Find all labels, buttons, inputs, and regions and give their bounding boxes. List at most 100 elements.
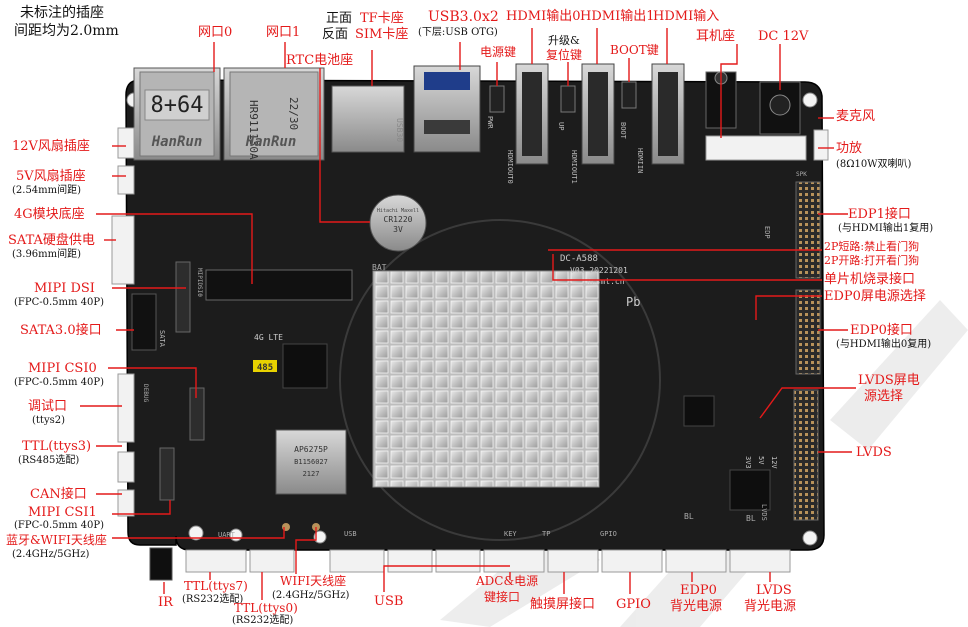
- leader-lines: [80, 28, 856, 600]
- leader-bt-wifi: [112, 527, 285, 539]
- leader-lvds-power: [759, 387, 856, 419]
- label-ttl3: TTL(ttys3): [22, 439, 92, 454]
- label-sata-power-sub: (3.96mm间距): [12, 249, 82, 260]
- label-lvds-power-1: LVDS屏电: [858, 373, 920, 388]
- silk-key: KEY: [504, 530, 517, 538]
- label-wifi-ant-sub: (2.4GHz/5GHz): [272, 590, 350, 601]
- silk-edp: EDP: [763, 226, 771, 239]
- tf-sim-card-slot: [331, 85, 405, 153]
- label-tf: TF卡座: [360, 11, 404, 26]
- label-usb3-sub: (下层:USB OTG): [418, 27, 498, 38]
- label-mipi-csi0-sub: (FPC-0.5mm 40P): [14, 377, 104, 388]
- eth1-part: HR911130A: [247, 100, 260, 160]
- label-mipi-csi1: MIPI CSI1: [28, 505, 97, 520]
- label-wifi-ant: WIFI天线座: [280, 574, 347, 588]
- eth0-mark: 8+64: [151, 93, 204, 118]
- version: V03 20221201: [570, 266, 628, 275]
- silk-lvds: LVDS: [760, 504, 768, 521]
- silk-usb30: USB30: [395, 118, 404, 142]
- label-usb3: USB3.0x2: [428, 9, 499, 25]
- label-ir: IR: [158, 595, 173, 610]
- leader-headphone: [720, 44, 738, 138]
- lte-chip: [282, 343, 328, 389]
- label-mcu: 单片机烧录接口: [824, 272, 916, 287]
- coin-text-1: CR1220: [384, 215, 413, 224]
- upgrade-key-switch: [560, 85, 576, 113]
- wifi-chip-1: AP6275P: [294, 445, 328, 454]
- hdmi-in-connector: [651, 63, 685, 165]
- label-mipi-dsi: MIPI DSI: [34, 281, 95, 296]
- label-eth0: 网口0: [198, 25, 233, 40]
- ethernet-jack-0: [133, 67, 221, 161]
- label-ttl0: TTL(ttys0): [234, 601, 298, 615]
- leader-mipi-csi1: [112, 500, 171, 515]
- wifi-module: [275, 429, 347, 495]
- label-sim: SIM卡座: [355, 27, 409, 42]
- lte-socket: [205, 269, 353, 301]
- lte-text: 4G LTE: [254, 333, 283, 342]
- label-debug: 调试口: [28, 399, 68, 414]
- leader-rtc: [319, 68, 370, 223]
- label-headphone: 耳机座: [696, 29, 736, 44]
- edp0-header: [795, 289, 821, 375]
- site: dcsmt.cn: [586, 277, 625, 286]
- label-edp0-bl-2: 背光电源: [670, 599, 723, 614]
- silk-bl-2: BL: [746, 514, 756, 523]
- hdmi-out0-connector: [515, 63, 549, 165]
- label-lvds: LVDS: [856, 445, 892, 460]
- label-bt-wifi-sub: (2.4GHz/5GHz): [12, 549, 90, 560]
- leader-4g: [96, 213, 253, 284]
- emmc-chip: [683, 395, 715, 427]
- silk-spk: SPK: [796, 171, 807, 178]
- boot-key-switch: [621, 81, 637, 109]
- ethernet-jack-1: [223, 67, 325, 161]
- lvds-header: [793, 389, 819, 521]
- label-hdmi-out0: HDMI输出0: [506, 9, 581, 24]
- silk-tp: TP: [542, 530, 550, 538]
- label-edp0: EDP0接口: [850, 323, 913, 338]
- wifi-chip-2: B1156027: [294, 458, 328, 466]
- model: DC-A588: [560, 254, 598, 264]
- leader-mcu: [552, 254, 822, 281]
- label-edp0-power: EDP0屏电源选择: [824, 289, 926, 304]
- board-silkscreen: 8+64 HanRun HR911130A 22/30 HanRun USB30…: [142, 93, 807, 539]
- label-lvds-power-2: 源选择: [864, 389, 904, 404]
- label-wdt-open: 2P开路:打开看门狗: [824, 254, 920, 267]
- label-upgrade-key-1: 升级&: [548, 34, 580, 47]
- label-wdt-short: 2P短路:禁止看门狗: [824, 240, 920, 253]
- ir-receiver: [149, 547, 173, 581]
- silk-gpio: GPIO: [600, 530, 617, 538]
- eth1-brand: HanRun: [245, 134, 297, 150]
- silk-bl-1: BL: [684, 512, 694, 521]
- leader-wifi-ant: [295, 527, 317, 574]
- silk-usb: USB: [344, 530, 357, 538]
- label-lvds-bl-1: LVDS: [756, 583, 792, 598]
- silk-boot: BOOT: [619, 122, 627, 140]
- label-mipi-csi1-sub: (FPC-0.5mm 40P): [14, 520, 104, 531]
- label-5v-fan: 5V风扇插座: [16, 169, 86, 184]
- edp1-header: [795, 181, 821, 279]
- label-lvds-bl-2: 背光电源: [744, 599, 797, 614]
- silk-pwr: PWR: [486, 116, 494, 129]
- label-amp: 功放: [836, 141, 863, 156]
- label-back: 反面: [322, 27, 349, 42]
- label-edp1-sub: (与HDMI输出1复用): [838, 223, 934, 234]
- silk-v3: 3V3: [744, 456, 752, 469]
- label-sata-power: SATA硬盘供电: [8, 233, 95, 248]
- power-key-switch: [489, 85, 505, 113]
- leader-usb-bottom: [383, 565, 510, 592]
- hdmi-out1-connector: [581, 63, 615, 165]
- rtc-coin-battery: [369, 194, 427, 252]
- note-line-2: 间距均为2.0mm: [14, 23, 119, 39]
- label-edp0-bl-1: EDP0: [680, 583, 717, 598]
- rs485-marker: [253, 360, 277, 372]
- fpc-connectors: [159, 261, 205, 501]
- silk-lte: SATA: [158, 330, 166, 348]
- leader-mipi-csi0: [108, 367, 197, 398]
- label-debug-sub: (ttys2): [32, 415, 65, 426]
- leader-edp0-power: [755, 295, 822, 320]
- eth1-date: 22/30: [287, 97, 300, 130]
- label-edp0-sub: (与HDMI输出0复用): [836, 339, 932, 350]
- mounting-holes: [126, 92, 818, 546]
